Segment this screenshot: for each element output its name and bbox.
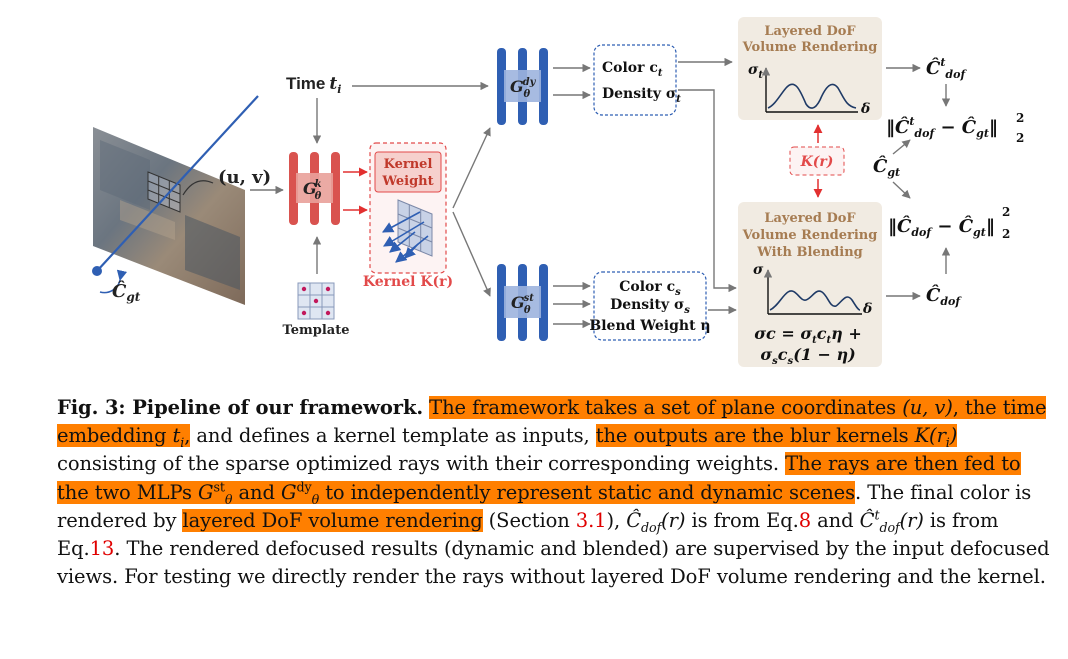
- loss-top-base: 2: [1016, 131, 1024, 145]
- uv-label: (u, v): [218, 167, 271, 188]
- caption-text-2: and defines a kernel template as inputs,: [190, 424, 596, 448]
- blend-equation-line1: σc = σtctη +: [754, 324, 862, 346]
- bottom-density-plot: [763, 269, 862, 315]
- pixel-grid: [147, 171, 181, 213]
- loss-bottom-base: 2: [1002, 227, 1010, 241]
- top-density-plot: [761, 67, 858, 113]
- kernel-to-gdy-arrow: [452, 127, 491, 209]
- st-density-label: Density σs: [610, 297, 690, 316]
- ref-eq8-link[interactable]: 8: [798, 508, 812, 532]
- figure-caption: Fig. 3: Pipeline of our framework. The f…: [57, 396, 1050, 589]
- blend-equation-line2: σscs(1 − η): [760, 345, 855, 367]
- top-render-box: [738, 17, 882, 120]
- dy-density-label: Density σt: [602, 86, 681, 105]
- top-delta-axis: δ: [860, 101, 870, 117]
- loss-bottom-exp: 2: [1002, 205, 1010, 219]
- caption-highlight-4: layered DoF volume rendering: [182, 508, 483, 532]
- cgt-left-label: Ĉgt: [112, 279, 141, 304]
- top-render-title1: Layered DoF: [764, 24, 856, 39]
- template-label: Template: [283, 323, 350, 338]
- ref-eq13-link[interactable]: 13: [89, 537, 115, 561]
- bottom-sigma-axis: σ: [753, 262, 764, 278]
- bottom-delta-axis: δ: [862, 301, 872, 317]
- st-blend-label: Blend Weight η: [589, 318, 710, 334]
- loss-top-exp: 2: [1016, 111, 1024, 125]
- st-output-box: [593, 271, 707, 341]
- kernel-weight-line2: Weight: [381, 174, 433, 189]
- cgt-to-top-loss-arrow: [892, 139, 911, 155]
- kernel-rays-icon: [382, 199, 433, 263]
- kernel-weight-box: [374, 151, 442, 193]
- kr-box: [789, 146, 845, 176]
- kr-label: K(r): [800, 154, 834, 170]
- dy-to-blend-arrow: [678, 89, 737, 293]
- caption-fig-label: Fig. 3: Pipeline of our framework.: [57, 396, 424, 419]
- bottom-render-title1: Layered DoF: [764, 211, 856, 226]
- cgt-to-bottom-loss-arrow: [892, 181, 911, 199]
- caption-highlight-2: the outputs are the blur kernels K(ri): [595, 424, 958, 451]
- template-grid: [297, 282, 335, 320]
- top-render-title2: Volume Rendering: [742, 40, 878, 55]
- st-color-label: Color cs: [619, 279, 681, 298]
- input-image: [93, 127, 245, 305]
- cgt-right-label: Ĉgt: [873, 154, 900, 179]
- dy-color-label: Color ct: [602, 60, 663, 79]
- caption-text-6: . The final color is rendered by: [57, 480, 1032, 532]
- loss-top: ‖Ĉtdof − Ĉgt‖: [886, 115, 998, 140]
- caption-text-4: consisting of the sparse optimized rays …: [57, 452, 786, 476]
- kernel-k-label: Kernel K(r): [363, 274, 453, 290]
- top-sigma-axis: σt: [748, 62, 763, 81]
- out-top-label: Ĉtdof: [926, 56, 967, 81]
- camera-origin-dot: [92, 266, 102, 276]
- loss-bottom: ‖Ĉdof − Ĉgt‖: [888, 214, 995, 239]
- dy-output-box: [593, 44, 677, 116]
- bottom-render-box: [738, 202, 882, 367]
- bottom-render-title2: Volume Rendering: [742, 228, 878, 243]
- kernel-weight-line1: Kernel: [384, 157, 433, 172]
- ray-curve-icon: [99, 269, 128, 294]
- bottom-render-title3: With Blending: [756, 245, 863, 260]
- ray-line: [96, 95, 259, 272]
- out-bottom-label: Ĉdof: [926, 283, 962, 308]
- uv-pointer: [182, 180, 214, 196]
- ref-section-link[interactable]: 3.1: [575, 508, 607, 532]
- kernel-to-gst-arrow: [452, 211, 491, 297]
